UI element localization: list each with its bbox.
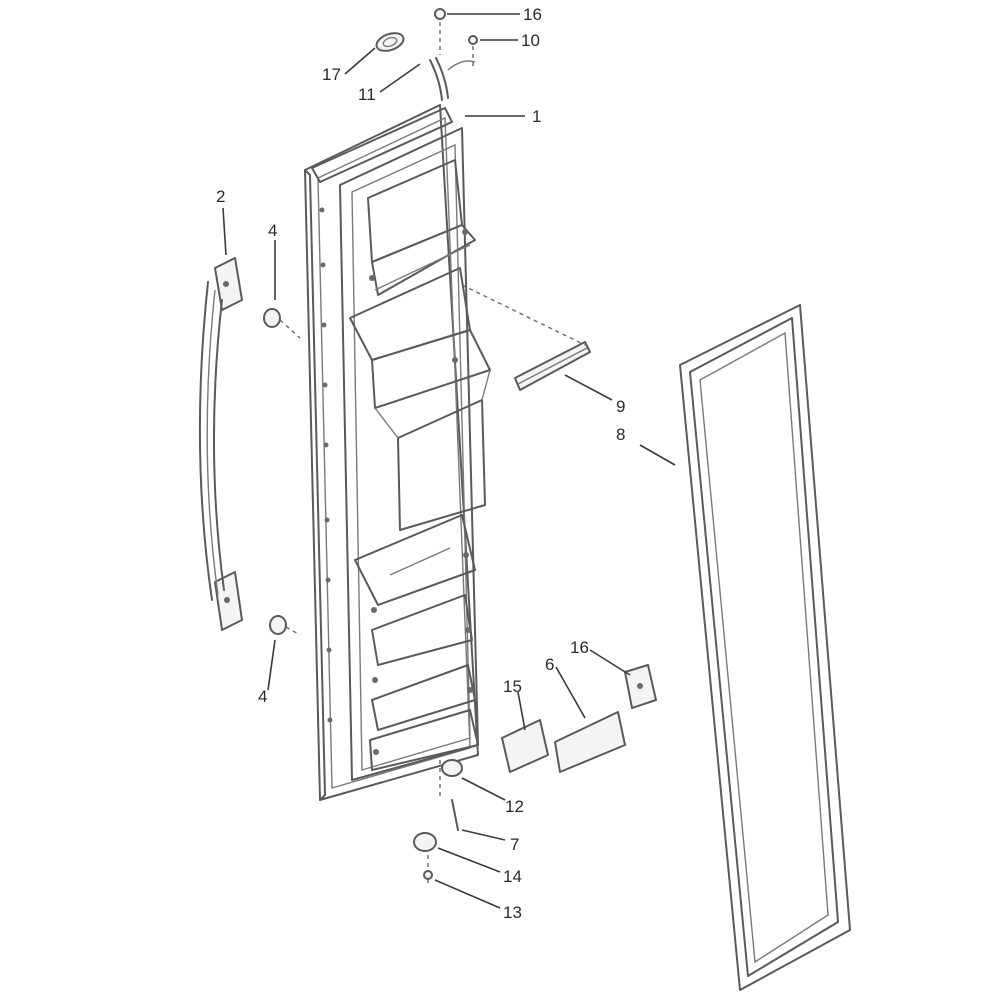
callout-8: 8: [616, 425, 625, 444]
callout-4-top: 4: [268, 221, 277, 240]
callout-6: 6: [545, 655, 554, 674]
callout-14: 14: [503, 867, 522, 886]
leader-lines: [222, 13, 676, 909]
callout-16-top: 16: [523, 5, 542, 24]
dispenser-lower-parts: [501, 664, 657, 773]
callout-15: 15: [503, 677, 522, 696]
bottom-hinge-parts: [413, 759, 463, 885]
callout-labels: 16 10 17 11 1 2 4 9 8 4 16 6 15 12 7 14 …: [216, 5, 625, 922]
door-edge-holes: [319, 207, 333, 723]
dispenser-trim: [461, 284, 591, 391]
hinge-parts: [375, 8, 478, 101]
callout-4-bottom: 4: [258, 687, 267, 706]
callout-16-bottom: 16: [570, 638, 589, 657]
door-gasket: [679, 304, 851, 991]
callout-1: 1: [532, 107, 541, 126]
callout-17: 17: [322, 65, 341, 84]
callout-13: 13: [503, 903, 522, 922]
handle-fasteners: [263, 308, 301, 636]
callout-11: 11: [358, 85, 376, 104]
callout-9: 9: [616, 397, 625, 416]
callout-7: 7: [510, 835, 519, 854]
callout-12: 12: [505, 797, 524, 816]
callout-10: 10: [521, 31, 540, 50]
refrigerator-door: [304, 104, 491, 801]
callout-2: 2: [216, 187, 225, 206]
door-handle: [198, 257, 243, 631]
